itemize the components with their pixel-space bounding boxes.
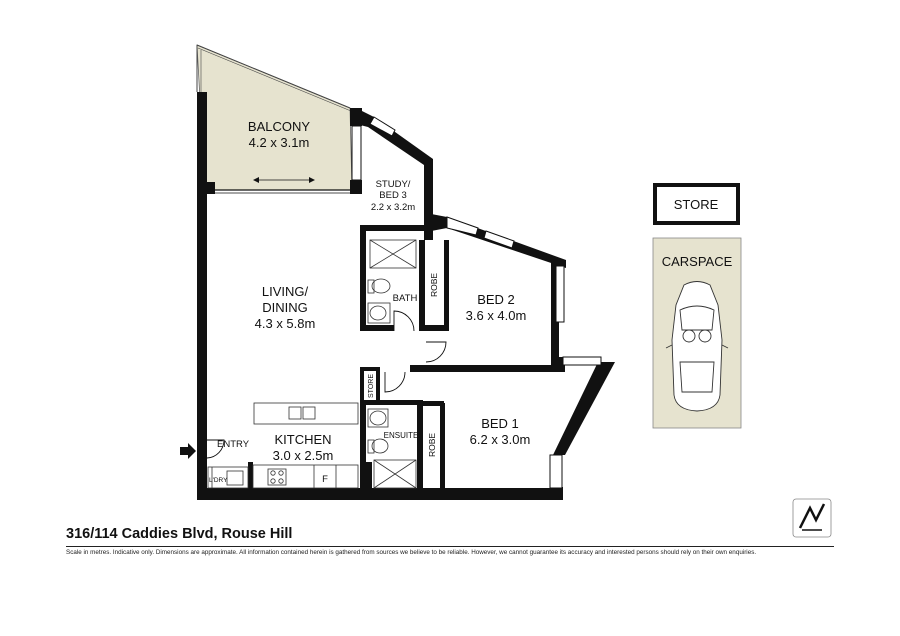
fridge-label: F [322,474,328,485]
bath-fixtures [367,239,417,324]
car-icon [665,281,729,412]
robe-label-bed2: ROBE [429,273,439,297]
balcony-area [196,44,353,191]
outbuilding-store-label: STORE [674,197,719,212]
balcony-railing [196,44,351,109]
doors [206,310,447,459]
bed1-name: BED 1 [481,416,519,431]
interior-walls [248,225,449,492]
robe-label-bed1: ROBE [427,433,437,457]
kitchen-bench [207,402,359,489]
study-name-line1: STUDY/ [376,179,411,190]
storage-cage: STORE [653,183,740,225]
ensuite-fixtures [367,408,417,489]
carspace-label: CARSPACE [662,254,733,269]
entry-arrow-icon [180,443,196,459]
study-dims: 2.2 x 3.2m [371,202,415,213]
living-dims: 4.3 x 5.8m [255,316,316,331]
bed2-name: BED 2 [477,292,515,307]
disclaimer-text: Scale in metres. Indicative only. Dimens… [66,549,757,556]
laundry-label: L'DRY [209,477,228,484]
balcony-dims: 4.2 x 3.1m [249,135,310,150]
store-label: STORE [368,374,375,398]
property-address: 316/114 Caddies Blvd, Rouse Hill [66,526,293,542]
north-arrow-icon [792,498,832,538]
windows [351,116,602,489]
carspace: CARSPACE [652,237,742,429]
divider [66,546,834,547]
kitchen-dims: 3.0 x 2.5m [273,448,334,463]
bed2-dims: 3.6 x 4.0m [466,308,527,323]
ensuite-label: ENSUITE [384,431,419,440]
study-name-line2: BED 3 [379,190,406,201]
living-name-line1: LIVING/ [262,284,309,299]
balcony-sliding-door [215,177,350,194]
bed1-dims: 6.2 x 3.0m [470,432,531,447]
bath-label: BATH [393,293,418,304]
kitchen-name: KITCHEN [274,432,331,447]
living-name-line2: DINING [262,300,308,315]
entry-label: ENTRY [217,439,250,450]
balcony-name: BALCONY [248,119,310,134]
